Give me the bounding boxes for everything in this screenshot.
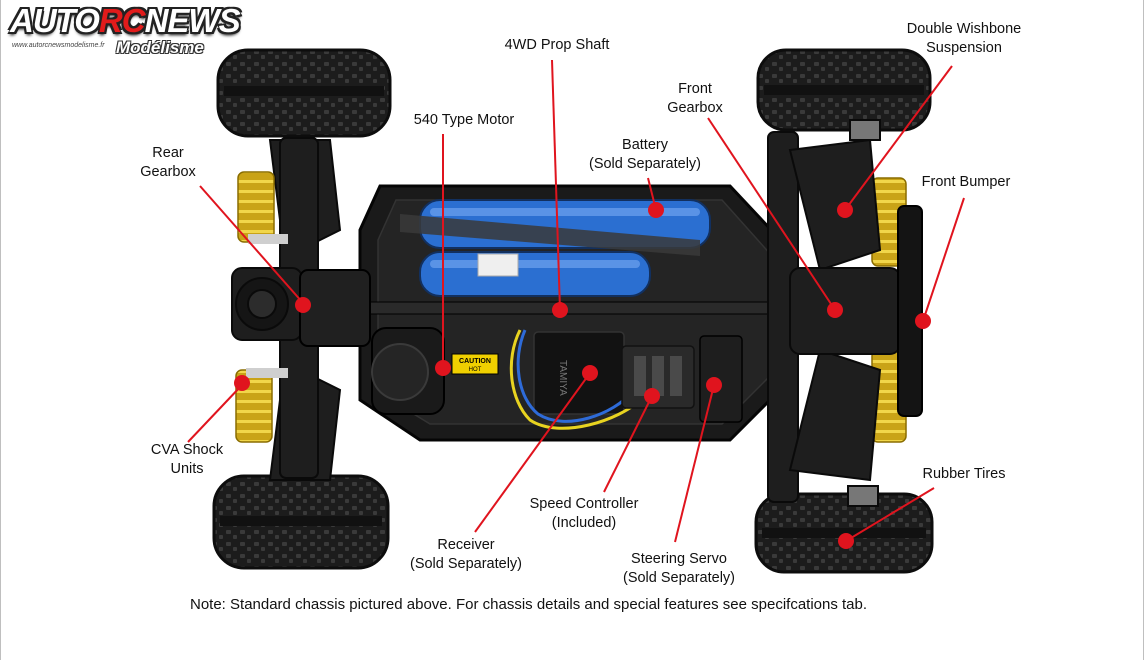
label-steering-servo: Steering Servo (Sold Separately) [623, 550, 735, 588]
callout-dot-rear-gearbox [295, 297, 311, 313]
callout-line-speed-controller [603, 395, 653, 493]
label-front-gearbox: Front Gearbox [667, 80, 723, 118]
steering-servo [699, 335, 743, 423]
label-receiver-line1: Receiver [437, 537, 495, 553]
label-motor: 540 Type Motor [414, 111, 515, 130]
label-cva-line1: CVA Shock [150, 442, 224, 458]
label-battery: Battery (Sold Separately) [589, 136, 701, 174]
label-front-bumper-text: Front Bumper [921, 174, 1011, 190]
label-double-wishbone: Double Wishbone Suspension [907, 20, 1021, 58]
logo-wordmark: AUTORCNEWS [10, 2, 241, 40]
label-speed-controller-line2: (Included) [551, 515, 617, 531]
caution-sticker-text: CAUTION [459, 358, 491, 365]
label-battery-line1: Battery [622, 137, 668, 153]
callout-dot-speed-controller [644, 388, 660, 404]
label-rear-gearbox: Rear Gearbox [140, 144, 196, 182]
callout-dot-steering-servo [706, 377, 722, 393]
label-receiver-line2: (Sold Separately) [409, 556, 523, 572]
callout-line-cva [187, 384, 243, 443]
label-receiver: Receiver (Sold Separately) [410, 536, 522, 574]
label-prop-shaft: 4WD Prop Shaft [505, 36, 610, 55]
callout-line-front-gearbox [707, 117, 836, 311]
label-front-gearbox-line1: Front [678, 81, 712, 97]
caution-sticker: CAUTION HOT [451, 353, 499, 375]
callout-line-rear-gearbox [199, 185, 304, 304]
label-cva-shock: CVA Shock Units [151, 441, 223, 479]
callout-dots [234, 202, 931, 549]
label-double-wishbone-line1: Double Wishbone [906, 21, 1022, 37]
wheel-rear-bottom [212, 474, 390, 570]
label-speed-controller-line1: Speed Controller [529, 496, 639, 512]
callout-line-receiver [474, 372, 591, 533]
callout-line-front-bumper [922, 197, 965, 322]
callout-dot-front-gearbox [827, 302, 843, 318]
label-rubber-tires: Rubber Tires [922, 465, 1005, 484]
label-motor-text: 540 Type Motor [413, 112, 515, 128]
callout-dot-rubber-tires [838, 533, 854, 549]
label-double-wishbone-line2: Suspension [926, 40, 1002, 56]
callout-dot-motor [435, 360, 451, 376]
label-prop-shaft-text: 4WD Prop Shaft [504, 37, 610, 53]
site-logo: AUTORCNEWS www.autorcnewsmodelisme.fr Mo… [8, 2, 241, 60]
label-speed-controller: Speed Controller (Included) [530, 495, 639, 533]
motor [371, 327, 445, 415]
wheel-front-top [756, 48, 932, 132]
footer-note: Note: Standard chassis pictured above. F… [190, 596, 868, 613]
callout-dot-battery [648, 202, 664, 218]
front-bumper [897, 205, 923, 417]
callout-dot-receiver [582, 365, 598, 381]
receiver-brand-text: TAMIYA [557, 360, 568, 396]
callout-line-steering-servo [674, 384, 715, 543]
label-rear-gearbox-line2: Gearbox [140, 164, 196, 180]
callout-dot-cva [234, 375, 250, 391]
wheel-rear-top [216, 48, 392, 138]
callout-line-rubber-tires [845, 487, 935, 542]
logo-subtitle: Modélisme [116, 38, 204, 57]
rear-gearbox-housing [299, 269, 371, 347]
speed-controller [621, 345, 695, 409]
hot-sticker-text: HOT [469, 367, 482, 373]
callout-line-double-wishbone [844, 65, 953, 211]
shock-rear-top [237, 171, 288, 244]
receiver: TAMIYA [509, 329, 642, 430]
logo-auto: AUTO [10, 2, 100, 39]
logo-news: NEWS [144, 2, 241, 39]
callout-dot-prop-shaft [552, 302, 568, 318]
label-front-gearbox-line2: Gearbox [667, 100, 723, 116]
front-suspension [767, 119, 901, 507]
logo-rc: RC [98, 2, 146, 39]
label-steering-servo-line1: Steering Servo [631, 551, 727, 567]
battery-pack [400, 199, 711, 297]
label-battery-line2: (Sold Separately) [588, 156, 702, 172]
label-rubber-tires-text: Rubber Tires [922, 466, 1006, 482]
wheel-front-bottom [754, 492, 934, 574]
label-cva-line2: Units [170, 461, 204, 477]
label-steering-servo-line2: (Sold Separately) [622, 570, 736, 586]
callout-line-prop-shaft [551, 59, 561, 311]
logo-url: www.autorcnewsmodelisme.fr [12, 42, 105, 49]
callout-dot-front-bumper [915, 313, 931, 329]
callout-lines [187, 59, 965, 543]
label-front-bumper: Front Bumper [922, 173, 1011, 192]
label-rear-gearbox-line1: Rear [152, 145, 184, 161]
callout-dot-double-wishbone [837, 202, 853, 218]
